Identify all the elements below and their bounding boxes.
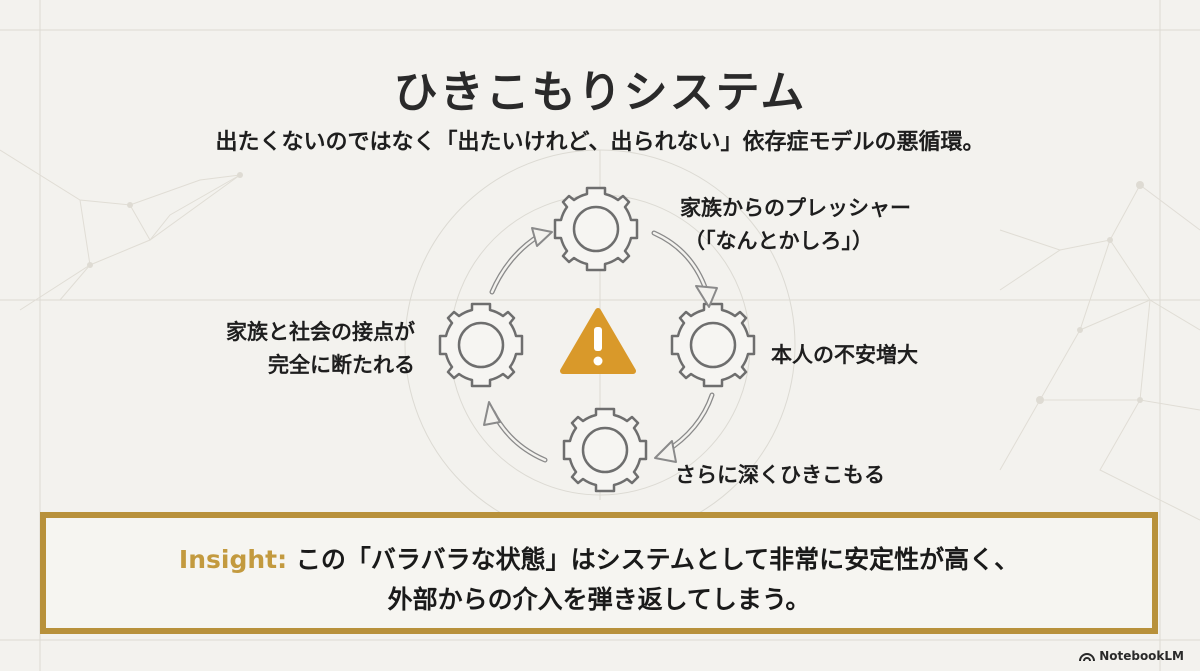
- warning-icon: [560, 308, 636, 374]
- insight-line: 外部からの介入を弾き返してしまう。: [46, 580, 1152, 616]
- cycle-step-family-pressure: 家族からのプレッシャー （「なんとかしろ」）: [680, 192, 911, 257]
- curved-arrow-icon: [490, 409, 548, 463]
- page-subtitle: 出たくないのではなく「出たいけれど、出られない」依存症モデルの悪循環。: [215, 130, 985, 155]
- cycle-step-anxiety: 本人の不安増大: [771, 339, 918, 372]
- insight-box: Insight: この「バラバラな状態」はシステムとして非常に安定性が高く、 外…: [40, 512, 1158, 634]
- notebooklm-logo-icon: [1079, 653, 1096, 662]
- cycle-step-sublabel: 完全に断たれる: [268, 352, 415, 377]
- page-title: ひきこもりシステム: [393, 67, 807, 118]
- cycle-step-disconnect: 家族と社会の接点が 完全に断たれる: [215, 316, 415, 381]
- insight-text: この「バラバラな状態」はシステムとして非常に安定性が高く、: [295, 545, 1020, 574]
- insight-prefix: Insight:: [178, 545, 288, 574]
- insight-line: Insight: この「バラバラな状態」はシステムとして非常に安定性が高く、: [46, 540, 1152, 576]
- cycle-step-label: さらに深くひきこもる: [675, 463, 885, 487]
- gear-icon: [670, 302, 756, 388]
- cycle-step-label: 本人の不安増大: [771, 343, 918, 367]
- gear-icon: [553, 186, 639, 272]
- cycle-step-label: 家族と社会の接点が: [226, 320, 415, 344]
- cycle-step-label: 家族からのプレッシャー: [680, 196, 911, 220]
- curved-arrow-icon: [489, 232, 543, 295]
- brand-name: NotebookLM: [1099, 649, 1184, 663]
- insight-text: 外部からの介入を弾き返してしまう。: [387, 585, 811, 614]
- gear-icon: [438, 302, 524, 388]
- cycle-step-withdraw: さらに深くひきこもる: [675, 459, 885, 492]
- cycle-step-sublabel: （「なんとかしろ」）: [684, 228, 873, 253]
- brand-watermark: NotebookLM: [1079, 649, 1184, 663]
- gear-icon: [562, 407, 648, 493]
